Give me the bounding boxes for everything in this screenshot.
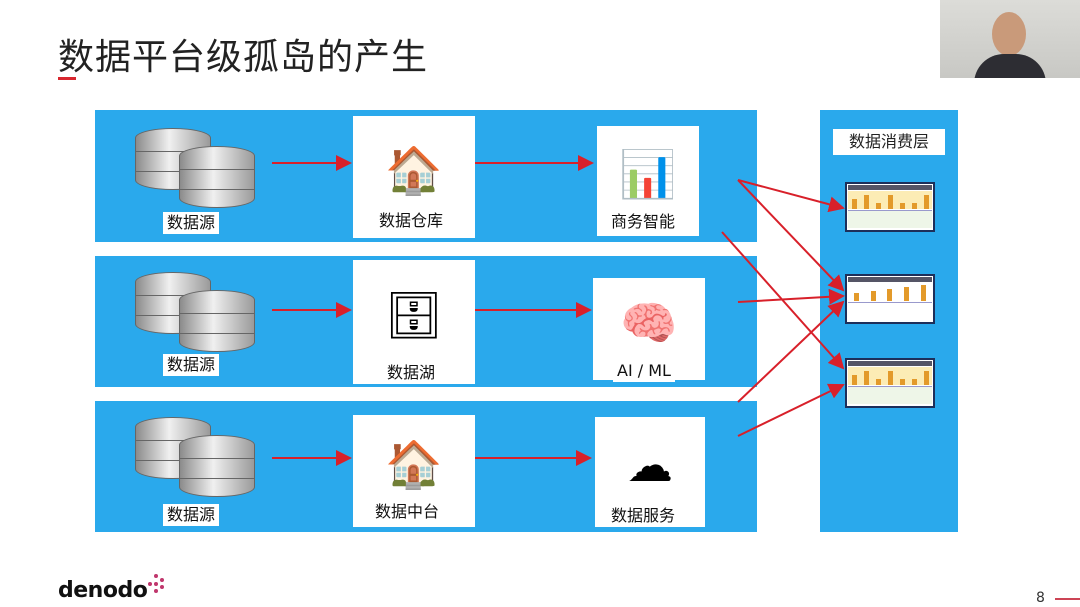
title-underline	[58, 77, 76, 80]
dashboard-thumbnail	[845, 274, 935, 324]
presenter-webcam	[940, 0, 1080, 78]
warehouse-icon: 🏠	[385, 142, 443, 197]
page-line	[1055, 598, 1080, 600]
data-lake-box: 🗄 数据湖	[353, 260, 475, 384]
consumption-layer-panel: 数据消费层	[820, 110, 958, 532]
platform-label: 数据湖	[383, 362, 440, 384]
source-label: 数据源	[163, 354, 220, 376]
logo-dots-icon	[147, 574, 165, 596]
warehouse-icon: 🏠	[385, 437, 443, 492]
app-label: AI / ML	[613, 360, 675, 382]
data-warehouse-box: 🏠 数据仓库	[353, 116, 475, 238]
server-lake-icon: 🗄	[384, 287, 444, 342]
cloud-server-icon: ☁	[627, 438, 673, 493]
source-label: 数据源	[163, 212, 220, 234]
ai-brain-icon: 🧠	[620, 295, 678, 350]
page-number: 8	[1036, 590, 1045, 606]
row-data-lake: 数据源 🗄 数据湖 🧠 AI / ML	[95, 256, 757, 387]
consumption-layer-title: 数据消费层	[833, 129, 945, 155]
platform-label: 数据中台	[371, 501, 444, 523]
ai-ml-box: 🧠 AI / ML	[593, 278, 705, 382]
dashboard-icon: 📊	[619, 147, 677, 202]
dashboard-thumbnail	[845, 182, 935, 232]
app-label: 数据服务	[607, 505, 680, 527]
dashboard-thumbnail	[845, 358, 935, 408]
source-label: 数据源	[163, 504, 220, 526]
app-label: 商务智能	[607, 211, 680, 233]
row-data-middle-platform: 数据源 🏠 数据中台 ☁ 数据服务	[95, 401, 757, 532]
bi-box: 📊 商务智能	[597, 126, 699, 236]
row-data-warehouse: 数据源 🏠 数据仓库 📊 商务智能	[95, 110, 757, 242]
slide-title: 数据平台级孤岛的产生	[58, 37, 429, 78]
platform-label: 数据仓库	[375, 210, 448, 232]
data-service-box: ☁ 数据服务	[595, 417, 705, 527]
denodo-logo: denodo	[58, 578, 148, 603]
data-middle-platform-box: 🏠 数据中台	[353, 415, 475, 527]
